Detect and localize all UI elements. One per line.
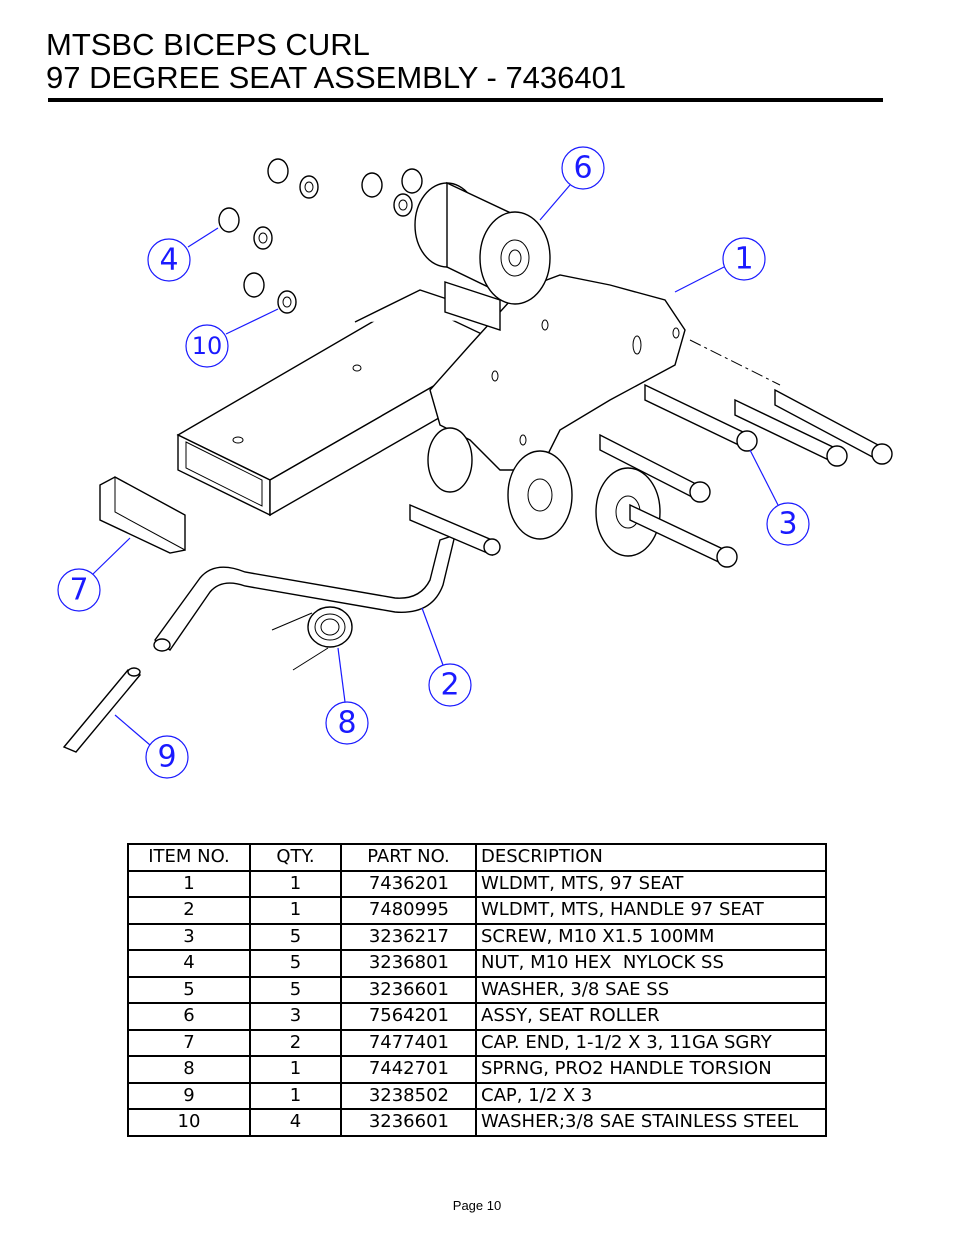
cell-description: NUT, M10 HEX NYLOCK SS [475, 949, 827, 978]
handle-part [153, 503, 501, 652]
table-row: 8 1 7442701 SPRNG, PRO2 HANDLE TORSION [127, 1055, 827, 1084]
table-row: 7 2 7477401 CAP. END, 1-1/2 X 3, 11GA SG… [127, 1028, 827, 1057]
nuts-washers-part [218, 158, 423, 314]
cell-qty: 2 [249, 1028, 342, 1057]
torsion-spring-part [271, 606, 353, 671]
cell-part-no: 3236217 [340, 922, 477, 951]
cell-description: WLDMT, MTS, 97 SEAT [475, 869, 827, 898]
table-row: 9 1 3238502 CAP, 1/2 X 3 [127, 1081, 827, 1110]
table-header-row: ITEM NO. QTY. PART NO. DESCRIPTION [127, 843, 827, 872]
screws-part [599, 339, 893, 568]
cell-description: SPRNG, PRO2 HANDLE TORSION [475, 1055, 827, 1084]
table-row: 2 1 7480995 WLDMT, MTS, HANDLE 97 SEAT [127, 896, 827, 925]
cell-qty: 1 [249, 1055, 342, 1084]
cell-part-no: 3236601 [340, 975, 477, 1004]
end-cap-part [99, 476, 186, 554]
table-row: 10 4 3236601 WASHER;3/8 SAE STAINLESS ST… [127, 1108, 827, 1137]
exploded-assembly-drawing: 6 1 4 10 3 7 2 8 9 [57, 146, 893, 779]
seat-roller-lower [427, 427, 661, 557]
cell-part-no: 7442701 [340, 1055, 477, 1084]
balloon-1: 1 [674, 237, 766, 293]
cap-pin-part [62, 667, 142, 753]
header-part-no: PART NO. [340, 843, 477, 872]
seat-weldment-part [176, 274, 686, 517]
cell-qty: 1 [249, 869, 342, 898]
svg-text:1: 1 [734, 242, 753, 277]
cell-item-no: 2 [127, 896, 251, 925]
cell-qty: 4 [249, 1108, 342, 1137]
cell-part-no: 7436201 [340, 869, 477, 898]
cell-item-no: 8 [127, 1055, 251, 1084]
svg-text:9: 9 [157, 740, 176, 775]
header-item-no: ITEM NO. [127, 843, 251, 872]
balloon-8: 8 [325, 647, 369, 745]
cell-qty: 1 [249, 1081, 342, 1110]
cell-description: WASHER, 3/8 SAE SS [475, 975, 827, 1004]
page-title: MTSBC BICEPS CURL 97 DEGREE SEAT ASSEMBL… [46, 28, 626, 94]
cell-part-no: 3236801 [340, 949, 477, 978]
header-description: DESCRIPTION [475, 843, 827, 872]
balloon-7: 7 [57, 537, 131, 612]
cell-qty: 3 [249, 1002, 342, 1031]
cell-part-no: 7564201 [340, 1002, 477, 1031]
cell-description: ASSY, SEAT ROLLER [475, 1002, 827, 1031]
cell-qty: 5 [249, 922, 342, 951]
title-line-1: MTSBC BICEPS CURL [46, 27, 370, 62]
table-row: 4 5 3236801 NUT, M10 HEX NYLOCK SS [127, 949, 827, 978]
cell-qty: 5 [249, 949, 342, 978]
cell-description: SCREW, M10 X1.5 100MM [475, 922, 827, 951]
cell-part-no: 3236601 [340, 1108, 477, 1137]
cell-item-no: 1 [127, 869, 251, 898]
table-row: 3 5 3236217 SCREW, M10 X1.5 100MM [127, 922, 827, 951]
seat-roller-top [414, 181, 551, 305]
balloon-3: 3 [749, 449, 810, 546]
cell-item-no: 4 [127, 949, 251, 978]
title-underline [48, 98, 883, 102]
table-row: 6 3 7564201 ASSY, SEAT ROLLER [127, 1002, 827, 1031]
cell-qty: 5 [249, 975, 342, 1004]
balloon-9: 9 [114, 714, 189, 779]
cell-description: WASHER;3/8 SAE STAINLESS STEEL [475, 1108, 827, 1137]
cell-part-no: 7480995 [340, 896, 477, 925]
svg-text:3: 3 [778, 507, 797, 542]
svg-text:2: 2 [440, 668, 459, 703]
cell-item-no: 10 [127, 1108, 251, 1137]
cell-item-no: 3 [127, 922, 251, 951]
header-qty: QTY. [249, 843, 342, 872]
cell-part-no: 3238502 [340, 1081, 477, 1110]
page-number: Page 10 [452, 1198, 502, 1213]
table-row: 5 5 3236601 WASHER, 3/8 SAE SS [127, 975, 827, 1004]
bill-of-materials-table: ITEM NO. QTY. PART NO. DESCRIPTION 1 1 7… [127, 843, 827, 1137]
title-line-2: 97 DEGREE SEAT ASSEMBLY - 7436401 [46, 60, 627, 95]
balloon-2: 2 [421, 607, 472, 707]
cell-description: CAP. END, 1-1/2 X 3, 11GA SGRY [475, 1028, 827, 1057]
table-row: 1 1 7436201 WLDMT, MTS, 97 SEAT [127, 869, 827, 898]
svg-text:4: 4 [159, 243, 178, 278]
cell-description: WLDMT, MTS, HANDLE 97 SEAT [475, 896, 827, 925]
cell-part-no: 7477401 [340, 1028, 477, 1057]
balloon-6: 6 [539, 146, 605, 221]
cell-description: CAP, 1/2 X 3 [475, 1081, 827, 1110]
svg-text:7: 7 [69, 573, 88, 608]
svg-text:8: 8 [337, 706, 356, 741]
svg-text:10: 10 [192, 332, 223, 360]
cell-qty: 1 [249, 896, 342, 925]
cell-item-no: 7 [127, 1028, 251, 1057]
cell-item-no: 5 [127, 975, 251, 1004]
cell-item-no: 9 [127, 1081, 251, 1110]
balloon-10: 10 [185, 308, 279, 368]
svg-text:6: 6 [573, 151, 592, 186]
cell-item-no: 6 [127, 1002, 251, 1031]
balloon-4: 4 [147, 227, 219, 282]
